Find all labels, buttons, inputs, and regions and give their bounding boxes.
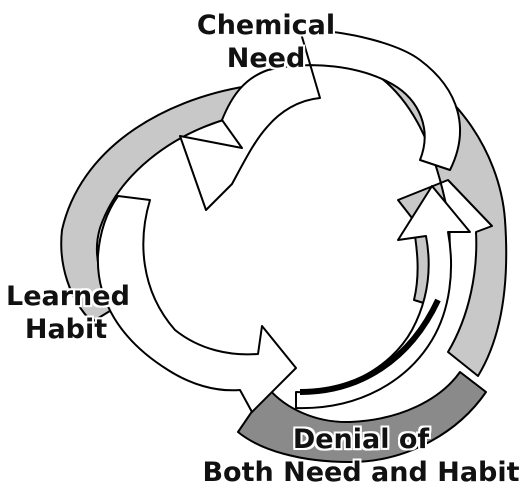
label-learned-habit: Learned Habit: [6, 281, 130, 345]
top-white-arrow: [179, 29, 461, 211]
left-white-arrow: [96, 195, 297, 413]
bottom-dark-band: [237, 371, 487, 463]
inner-black-arc: [299, 298, 441, 395]
label-learned-habit-line1: Learned: [6, 281, 130, 312]
label-chemical-need-line1: Chemical: [196, 10, 336, 41]
label-chemical-need: Chemical Need: [196, 12, 336, 72]
label-denial-line2: Both Need and Habit: [202, 457, 520, 488]
label-denial-line1: Denial of: [292, 424, 430, 455]
inner-white-arrow: [295, 185, 471, 410]
label-learned-habit-line2: Habit: [24, 314, 108, 345]
label-chemical-need-line2: Need: [226, 43, 306, 74]
label-denial: Denial of Both Need and Habit: [196, 426, 526, 486]
